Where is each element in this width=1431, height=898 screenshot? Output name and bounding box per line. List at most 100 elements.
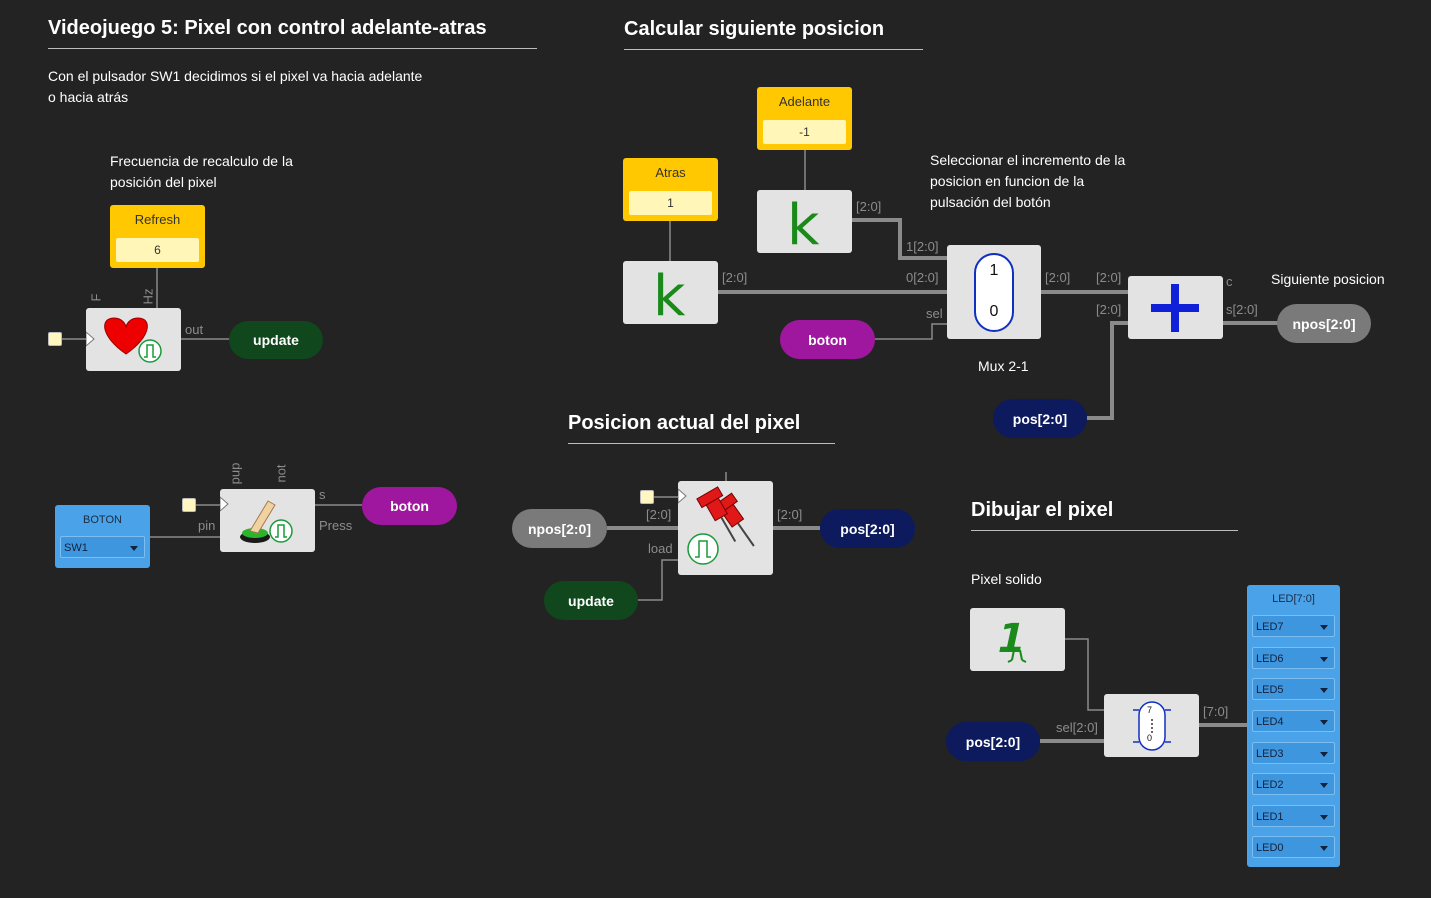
- boton-panel[interactable]: BOTON SW1: [55, 505, 150, 568]
- mux-icon: [974, 253, 1014, 332]
- led-select-0[interactable]: LED0: [1252, 836, 1335, 858]
- k-constant-icon: k: [653, 264, 686, 329]
- boton-select[interactable]: SW1: [60, 536, 145, 558]
- port-add-s: s[2:0]: [1226, 302, 1258, 317]
- led-select-4[interactable]: LED4: [1252, 710, 1335, 732]
- led-select-2[interactable]: LED2: [1252, 773, 1335, 795]
- demux-top: 7: [1147, 705, 1153, 715]
- port-reg-load: load: [648, 541, 673, 556]
- pos-register-label[interactable]: pos[2:0]: [820, 509, 915, 548]
- heading-draw: Dibujar el pixel: [971, 499, 1238, 531]
- demux-bottom: 0: [1147, 733, 1153, 743]
- port-reg-out: [2:0]: [777, 507, 803, 522]
- led-select-value: LED1: [1256, 811, 1284, 823]
- k-atras-block[interactable]: k: [623, 261, 718, 329]
- port-pin: pin: [198, 518, 216, 533]
- port-k-adel-out: [2:0]: [856, 199, 882, 214]
- npos-output-label[interactable]: npos[2:0]: [1277, 304, 1371, 343]
- port-pup: pup: [227, 462, 243, 485]
- npos-input-label[interactable]: npos[2:0]: [512, 509, 607, 548]
- intro-line-2: o hacia atrás: [48, 89, 129, 105]
- chevron-down-icon: [1320, 752, 1328, 757]
- pushbutton-block[interactable]: [219, 489, 315, 552]
- chevron-down-icon: [130, 546, 138, 551]
- mux2-block[interactable]: 1 0: [947, 245, 1041, 339]
- k-adelante-block[interactable]: k: [757, 190, 852, 258]
- boton-output-label[interactable]: boton: [362, 487, 457, 525]
- update-label[interactable]: update: [229, 321, 323, 359]
- led-select-5[interactable]: LED5: [1252, 678, 1335, 700]
- port-k-atras-out: [2:0]: [722, 270, 748, 285]
- port-add-c: c: [1226, 274, 1233, 289]
- heading-calc: Calcular siguiente posicion: [624, 18, 923, 50]
- k-constant-icon: k: [787, 193, 820, 258]
- atras-constant[interactable]: Atras 1: [623, 158, 718, 221]
- led-panel[interactable]: LED[7:0] LED7 LED6 LED5 LED4 LED3 LED2 L…: [1247, 585, 1340, 867]
- led-select-value: LED0: [1256, 842, 1284, 854]
- sel-line-2: posicion en funcion de la: [930, 173, 1085, 189]
- port-add-in2: [2:0]: [1096, 302, 1122, 317]
- atras-label: Atras: [655, 165, 686, 180]
- pushpin-icon: [677, 486, 755, 565]
- boton-select-value: SW1: [64, 542, 88, 554]
- heartbeat-block[interactable]: [85, 308, 181, 371]
- freq-line-2: posición del pixel: [110, 174, 217, 190]
- led-select-6[interactable]: LED6: [1252, 647, 1335, 669]
- chevron-down-icon: [1320, 846, 1328, 851]
- refresh-value[interactable]: 6: [116, 238, 199, 262]
- adelante-label: Adelante: [778, 94, 831, 109]
- input-square[interactable]: [48, 332, 62, 346]
- boton-panel-title: BOTON: [83, 514, 122, 526]
- refresh-label: Refresh: [134, 212, 181, 227]
- mux-zero: 0: [989, 303, 999, 320]
- port-not: not: [273, 464, 289, 483]
- bit-one-icon: 1: [993, 614, 1031, 663]
- button-input-square[interactable]: [182, 498, 196, 512]
- sel-line-1: Seleccionar el incremento de la: [930, 152, 1126, 168]
- freq-line-1: Frecuencia de recalculo de la: [110, 153, 293, 169]
- next-note: Siguiente posicion: [1271, 271, 1385, 287]
- sel-line-3: pulsación del botón: [930, 194, 1051, 210]
- chevron-down-icon: [1320, 783, 1328, 788]
- led-select-value: LED2: [1256, 779, 1284, 791]
- adelante-constant[interactable]: Adelante -1: [757, 87, 852, 150]
- port-reg-in: [2:0]: [646, 507, 672, 522]
- pos-adder-label[interactable]: pos[2:0]: [993, 399, 1087, 438]
- chevron-down-icon: [1320, 688, 1328, 693]
- led-select-value: LED6: [1256, 653, 1284, 665]
- constant-one-block[interactable]: 1: [970, 608, 1065, 671]
- atras-value[interactable]: 1: [629, 191, 712, 215]
- demux-block[interactable]: 7 0: [1104, 694, 1199, 757]
- refresh-constant[interactable]: Refresh 6: [110, 205, 205, 268]
- solid-note: Pixel solido: [971, 571, 1042, 587]
- plus-icon: [1151, 284, 1199, 332]
- reg-input-square[interactable]: [640, 490, 654, 504]
- svg-text:1: 1: [993, 614, 1031, 661]
- port-press: Press: [319, 518, 353, 533]
- port-mux-in0: 0[2:0]: [906, 270, 939, 285]
- boton-mux-label[interactable]: boton: [780, 320, 875, 359]
- port-mux-in1: 1[2:0]: [906, 239, 939, 254]
- led-select-1[interactable]: LED1: [1252, 805, 1335, 827]
- pos-draw-label[interactable]: pos[2:0]: [946, 722, 1040, 761]
- port-demux-sel: sel[2:0]: [1056, 720, 1098, 735]
- port-out: out: [185, 322, 204, 337]
- port-mux-out: [2:0]: [1045, 270, 1071, 285]
- adelante-value[interactable]: -1: [763, 120, 846, 144]
- register-block[interactable]: [677, 481, 773, 575]
- adder-block[interactable]: [1128, 276, 1223, 339]
- port-s: s: [319, 487, 326, 502]
- svg-text:k: k: [787, 193, 820, 253]
- led-select-7[interactable]: LED7: [1252, 615, 1335, 637]
- led-select-3[interactable]: LED3: [1252, 742, 1335, 764]
- chevron-down-icon: [1320, 625, 1328, 630]
- led-select-value: LED5: [1256, 684, 1284, 696]
- heading-main: Videojuego 5: Pixel con control adelante…: [48, 17, 537, 49]
- freq-note: Frecuencia de recalculo de la posición d…: [110, 151, 293, 193]
- update-load-label[interactable]: update: [544, 581, 638, 620]
- demux-icon: [1133, 701, 1171, 751]
- port-Hz: Hz: [140, 288, 156, 305]
- heading-pos: Posicion actual del pixel: [568, 412, 835, 444]
- mux-note: Mux 2-1: [978, 358, 1029, 374]
